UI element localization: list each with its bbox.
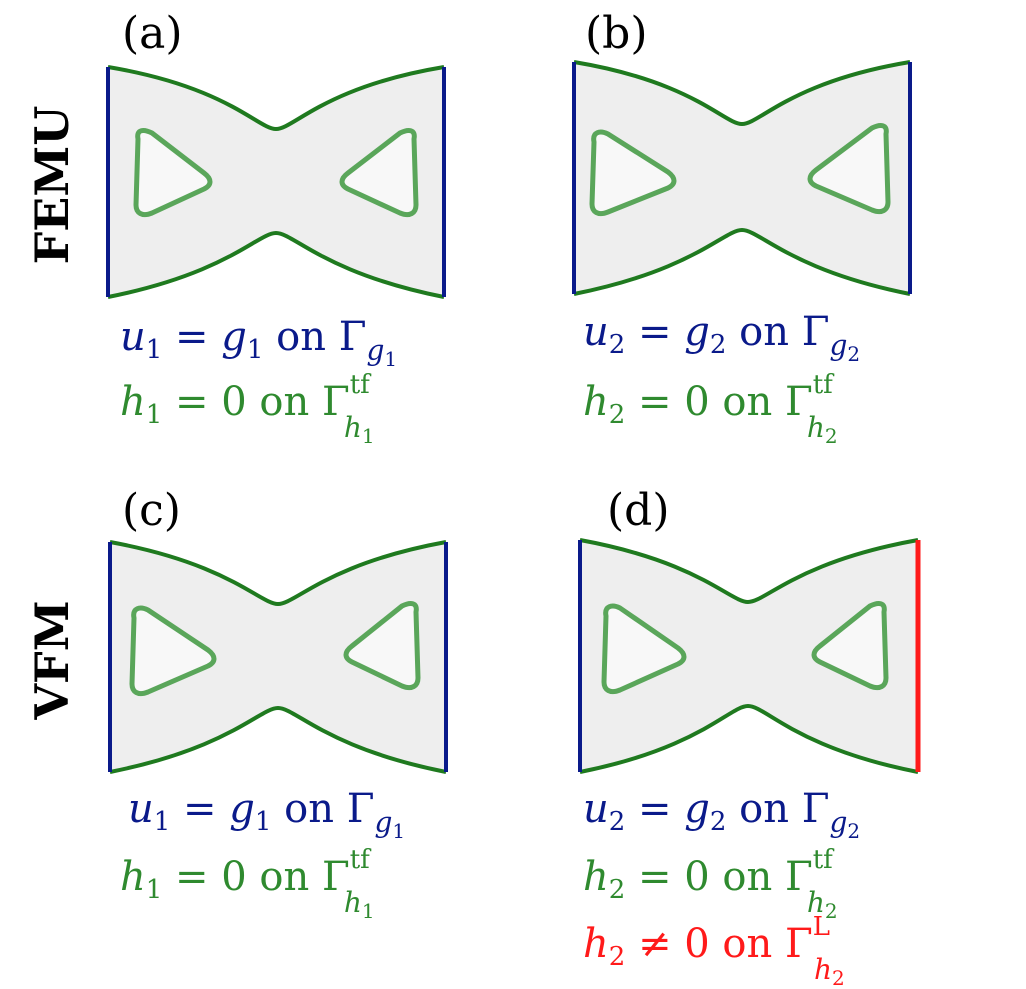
specimen-body <box>108 67 444 297</box>
panel-d-tag: (d) <box>607 485 670 536</box>
specimen-body <box>580 540 918 772</box>
panel-b-dirichlet-equation: u2 = g2 on Γg2 <box>583 309 860 366</box>
specimen-a <box>106 65 446 299</box>
panel-d-dirichlet-equation: u2 = g2 on Γg2 <box>583 786 860 843</box>
right-hole <box>811 601 889 691</box>
top-edge <box>579 538 919 605</box>
bottom-edge <box>573 227 911 296</box>
left-hole <box>133 128 213 218</box>
row-label-femu: FEMU <box>25 106 79 265</box>
panel-a-tag: (a) <box>122 8 183 59</box>
left-hole <box>129 605 217 697</box>
right-hole <box>339 128 419 218</box>
bottom-edge <box>109 705 447 774</box>
left-hole <box>601 603 687 695</box>
panel-c-tag: (c) <box>122 485 181 536</box>
panel-c-dirichlet-equation: u1 = g1 on Γg1 <box>128 786 405 843</box>
specimen-body <box>574 62 910 294</box>
bottom-edge <box>107 230 445 299</box>
top-edge <box>107 65 445 132</box>
specimen-d <box>578 538 921 774</box>
top-edge <box>573 60 911 127</box>
specimen-c <box>108 540 448 774</box>
left-hole <box>589 129 677 217</box>
row-label-vfm: VFM <box>25 600 79 720</box>
bottom-edge <box>579 703 919 774</box>
panel-b-tag: (b) <box>585 8 648 59</box>
right-hole <box>807 123 891 215</box>
right-hole <box>343 601 421 691</box>
specimen-b <box>572 60 912 296</box>
top-edge <box>109 540 447 607</box>
panel-a-dirichlet-equation: u1 = g1 on Γg1 <box>120 314 397 371</box>
specimen-body <box>110 542 446 772</box>
